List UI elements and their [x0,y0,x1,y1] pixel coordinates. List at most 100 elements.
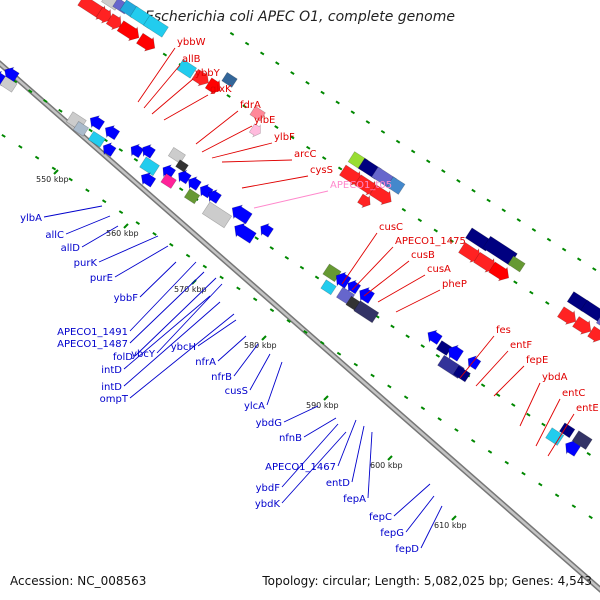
reverse-gene-label: ybdK [255,499,281,510]
forward-gene-glyph [507,255,526,273]
track-dot [305,80,310,85]
track-dot [135,221,140,225]
track-dot [185,253,191,258]
track-dot [456,178,461,183]
reverse-gene-label: fepC [369,512,392,523]
track-dot [303,330,308,334]
map-title: Escherichia coli APEC O1, complete genom… [145,9,455,25]
track-dot [254,236,259,241]
forward-gene-label: fdrA [240,100,261,111]
track-dot [433,228,438,233]
forward-gene-glyph [357,193,371,209]
reverse-gene-label: ybcY [131,349,156,360]
reverse-gene-glyph [167,146,186,164]
reverse-gene-label: ylbA [20,213,42,224]
reverse-gene-glyph [87,130,106,148]
reverse-gene-leader [114,245,169,278]
forward-gene-label: cysS [310,165,333,176]
track-dot [420,406,426,411]
track-dot [390,324,395,329]
tick-mark [451,515,457,521]
reverse-gene-leader [266,361,283,406]
forward-gene-glyph [488,261,510,282]
reverse-gene-glyph [448,344,464,362]
genome-summary-text: Topology: circular; Length: 5,082,025 bp… [262,574,592,588]
reverse-gene-glyph [467,355,482,371]
track-dot [546,237,552,242]
reverse-gene-label: purK [74,258,98,269]
forward-gene-leader [241,175,309,189]
reverse-gene-leader [43,205,103,218]
track-dot [426,159,431,164]
reverse-gene-leader [367,431,373,499]
reverse-gene-label: nfrA [195,357,216,368]
reverse-gene-leader [139,261,177,298]
reverse-gene-glyph [260,223,274,238]
track-dot [417,218,423,223]
track-dot [561,247,567,252]
track-dot [321,156,327,161]
forward-gene-label: allB [182,54,201,65]
forward-gene-label: cusA [427,264,451,275]
tick-label: 610 kbp [434,521,467,530]
track-dot [275,61,280,66]
reverse-gene-leader [420,505,443,549]
track-dot [244,41,250,46]
track-dot [437,417,442,422]
forward-gene-leader [143,64,181,109]
track-dot [449,238,454,243]
track-dot [284,255,290,260]
forward-gene-leader [163,94,209,121]
forward-gene-leader [221,159,293,163]
track-dot [252,297,258,302]
track-dot [299,265,305,270]
track-dot [511,402,516,407]
forward-gene-label: ybbY [195,68,221,79]
forward-gene-leader [151,78,194,115]
forward-gene-label: fepE [526,355,548,366]
reverse-gene-label: purE [90,273,113,284]
forward-gene-label: arcC [294,149,317,160]
forward-gene-glyph [116,20,140,42]
track-dot [541,422,546,427]
forward-gene-leader [201,125,253,153]
reverse-gene-glyph [435,340,453,356]
reverse-gene-leader [129,313,235,399]
tick-label: 580 kbp [244,341,277,350]
forward-gene-label: pheP [442,279,467,290]
reverse-gene-glyph [234,222,257,244]
forward-gene-label: cusC [379,222,403,233]
forward-gene-glyph [142,14,169,38]
forward-gene-glyph [221,71,238,88]
reverse-gene-glyph [104,125,121,141]
reverse-gene-leader [123,301,221,387]
forward-gene-leader [459,335,495,379]
tick-label: 600 kbp [370,461,403,470]
reverse-gene-glyph [353,300,380,324]
track-dot [405,334,410,339]
track-dot [242,104,247,109]
track-dot [420,344,425,349]
forward-gene-leader [363,260,410,297]
forward-gene-leader [377,274,426,303]
reverse-gene-glyph [102,142,117,157]
track-dot [336,351,342,356]
track-dot [162,52,168,57]
reverse-gene-leader [337,419,357,467]
reverse-gene-leader [129,261,197,332]
forward-gene-leader [395,289,441,313]
forward-gene-leader [475,350,509,387]
reverse-gene-glyph [72,120,90,137]
track-dot [18,144,23,149]
reverse-gene-leader [283,405,319,423]
track-dot [290,135,295,140]
reverse-gene-label: ylcA [244,401,265,412]
reverse-gene-glyph [142,144,156,159]
reverse-gene-leader [134,277,217,357]
reverse-gene-label: nfnB [279,433,302,444]
forward-gene-leader [211,142,273,159]
track-dot [529,290,534,295]
tick-label: 590 kbp [306,401,339,410]
reverse-gene-glyph [545,427,565,446]
